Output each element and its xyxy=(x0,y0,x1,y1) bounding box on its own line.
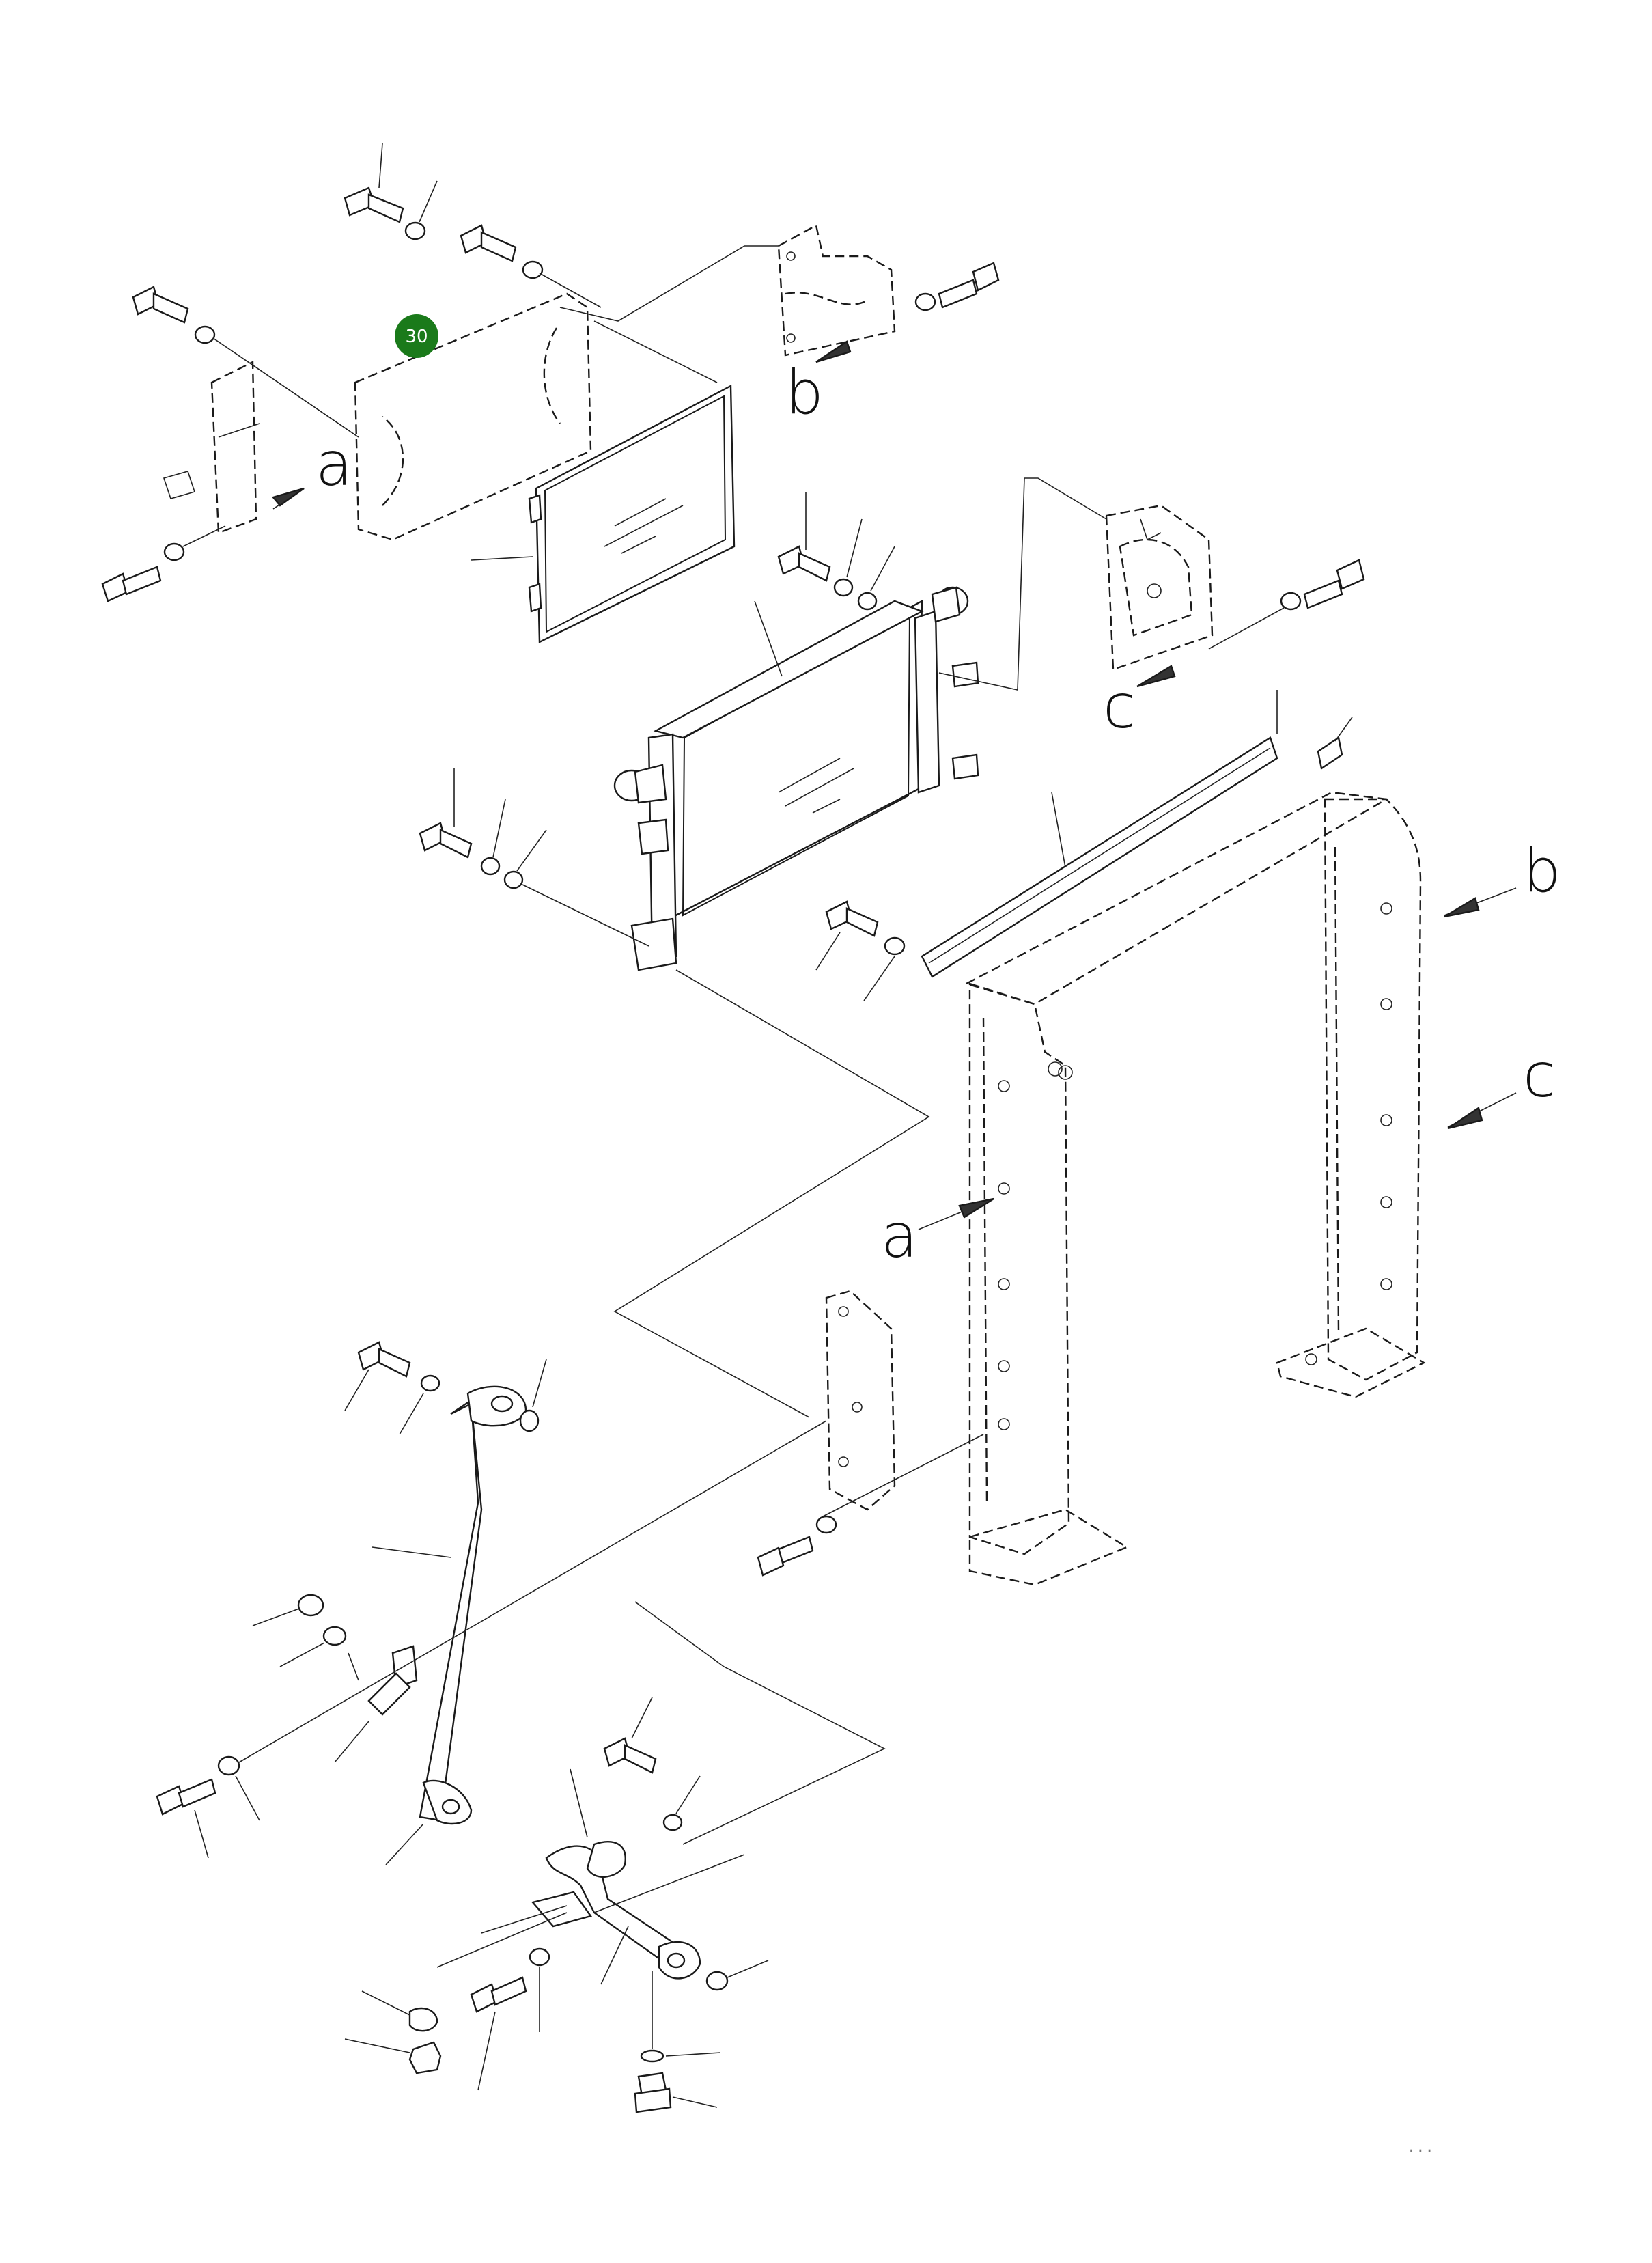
top-rail xyxy=(921,690,1353,978)
reference-a-mid: a xyxy=(881,1197,994,1271)
svg-text:b: b xyxy=(785,357,824,428)
bracket-c-bolt xyxy=(1208,559,1365,650)
plate-bolt-left-2 xyxy=(101,525,226,602)
elbow-bolt-top xyxy=(603,1697,701,1831)
plate-bolt-top-1 xyxy=(344,143,438,240)
elbow-clamp xyxy=(344,1891,629,2091)
main-frame xyxy=(964,791,1426,1586)
reference-b-right: b xyxy=(1444,835,1561,918)
bracket-b-top xyxy=(777,224,896,357)
svg-text:a: a xyxy=(316,429,352,499)
reference-a-top: a xyxy=(271,429,352,510)
bracket-b-bolt xyxy=(914,262,1000,311)
elbow-plug xyxy=(634,1960,769,2113)
svg-text:c: c xyxy=(1523,1040,1556,1111)
plate-bolt-top-2 xyxy=(460,224,602,308)
radiator-bolt-top xyxy=(777,492,895,611)
svg-text:30: 30 xyxy=(405,327,428,347)
callout-badge-30: 30 xyxy=(395,314,438,358)
reference-b-top: b xyxy=(785,340,852,428)
reference-c-top: c xyxy=(1103,665,1176,742)
svg-text:c: c xyxy=(1103,671,1136,742)
upper-bracket-plate xyxy=(163,292,592,541)
radiator-core xyxy=(613,586,979,971)
lower-elbow-pipe xyxy=(545,1768,745,1980)
drawing-code: ... xyxy=(1407,2139,1434,2156)
rail-bolt xyxy=(815,900,906,1001)
reference-c-right: c xyxy=(1447,1040,1556,1130)
lower-center-bolt xyxy=(757,1434,984,1577)
lower-left-pipe-bolt-top xyxy=(344,1341,547,1435)
lower-left-pipe xyxy=(372,1385,527,1865)
lower-left-bolt-bottom xyxy=(156,1420,827,1859)
lower-center-bracket xyxy=(825,1290,896,1511)
plate-bolt-left-1 xyxy=(132,286,359,438)
bracket-c-top xyxy=(1105,504,1214,671)
svg-text:a: a xyxy=(881,1201,918,1271)
svg-text:b: b xyxy=(1523,835,1561,906)
lower-left-pipe-clamp xyxy=(252,1594,418,1763)
radiator-bolt-left xyxy=(419,768,649,947)
condenser-panel xyxy=(471,385,736,643)
